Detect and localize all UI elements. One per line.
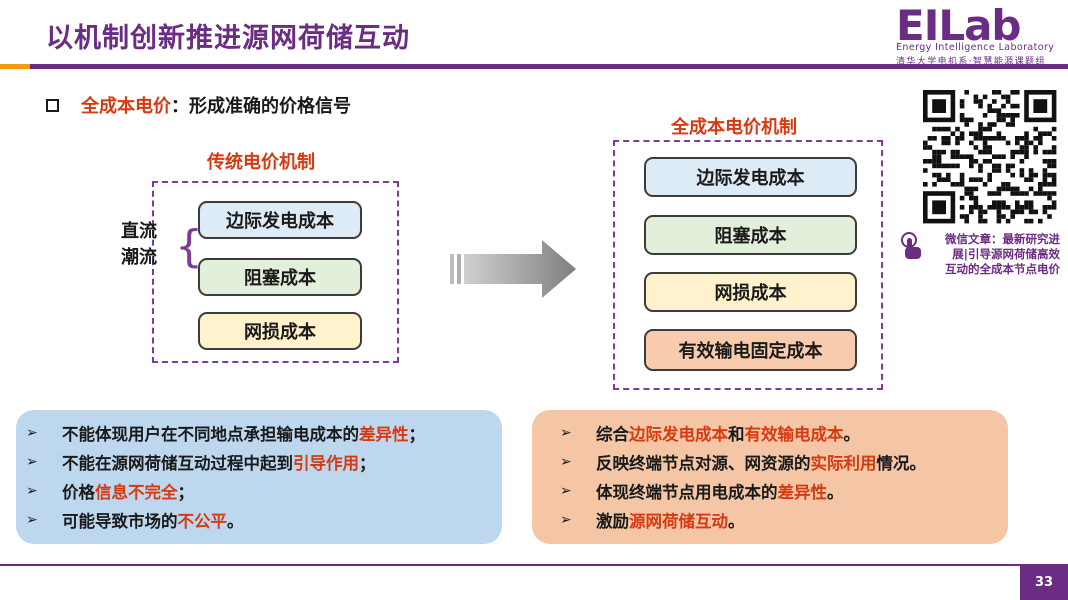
bullet-arrow-icon: ➢ bbox=[560, 511, 572, 528]
bullet-text: 和 bbox=[728, 424, 745, 444]
qr-code bbox=[920, 88, 1060, 225]
benefit-bullet: ➢ 反映终端节点对源、网资源的实际利用情况。 bbox=[560, 447, 998, 476]
bullet-text: 体现终端节点用电成本的 bbox=[596, 482, 778, 502]
drawback-bullet: ➢ 可能导致市场的不公平。 bbox=[26, 505, 492, 534]
right-item-transmission-fixed-cost: 有效输电固定成本 bbox=[644, 329, 857, 371]
bullet-arrow-icon: ➢ bbox=[26, 453, 38, 470]
bullet-text: 激励 bbox=[596, 511, 629, 531]
benefit-bullet: ➢ 激励源网荷储互动。 bbox=[560, 505, 998, 534]
subheading-text: ：形成准确的价格信号 bbox=[171, 96, 351, 117]
bullet-text: 。 bbox=[827, 482, 844, 502]
right-item-congestion-cost: 阻塞成本 bbox=[644, 215, 857, 255]
benefits-panel: ➢ 综合边际发电成本和有效输电成本。 ➢ 反映终端节点对源、网资源的实际利用情况… bbox=[532, 410, 1008, 544]
bullet-highlight: 引导作用 bbox=[293, 453, 359, 473]
logo-subtitle-en: Energy Intelligence Laboratory bbox=[896, 42, 1055, 53]
bullet-highlight: 源网荷储互动 bbox=[629, 511, 728, 531]
hand-pointer-icon bbox=[901, 232, 921, 259]
qr-caption-line-1: 微信文章：最新研究进 bbox=[945, 232, 1060, 246]
bullet-arrow-icon: ➢ bbox=[560, 424, 572, 441]
qr-caption-line-3: 互动的全成本节点电价 bbox=[945, 262, 1060, 276]
benefit-bullet: ➢ 体现终端节点用电成本的差异性。 bbox=[560, 476, 998, 505]
bullet-text: 不能体现用户在不同地点承担输电成本的 bbox=[62, 424, 359, 444]
page-title: 以机制创新推进源网荷储互动 bbox=[46, 23, 410, 54]
bullet-highlight: 差异性 bbox=[777, 482, 828, 502]
bullet-highlight: 差异性 bbox=[359, 424, 409, 444]
bullet-arrow-icon: ➢ bbox=[560, 453, 572, 470]
eilab-logo: EILab bbox=[896, 2, 1022, 50]
side-label-line-2: 潮流 bbox=[121, 247, 157, 268]
subheading-highlight: 全成本电价 bbox=[81, 96, 171, 117]
logo-subtitle-cn: 清华大学电机系·智慧能源课题组 bbox=[896, 57, 1046, 67]
right-item-marginal-cost: 边际发电成本 bbox=[644, 157, 857, 197]
header-divider bbox=[30, 64, 1068, 69]
bullet-text: 不能在源网荷储互动过程中起到 bbox=[62, 453, 293, 473]
footer-divider bbox=[0, 564, 1068, 566]
bullet-text: ； bbox=[359, 453, 376, 473]
drawback-bullet: ➢ 价格信息不完全； bbox=[26, 476, 492, 505]
bullet-highlight: 信息不完全 bbox=[95, 482, 178, 502]
logo-text: EILab bbox=[896, 2, 1021, 50]
left-item-congestion-cost: 阻塞成本 bbox=[198, 258, 362, 296]
bullet-text: 反映终端节点对源、网资源的 bbox=[596, 453, 811, 473]
drawback-bullet: ➢ 不能在源网荷储互动过程中起到引导作用； bbox=[26, 447, 492, 476]
left-item-loss-cost: 网损成本 bbox=[198, 312, 362, 350]
bullet-text: 。 bbox=[227, 511, 244, 531]
bullet-arrow-icon: ➢ bbox=[26, 482, 38, 499]
checkbox-icon bbox=[46, 98, 59, 112]
full-cost-mechanism-title: 全成本电价机制 bbox=[671, 117, 797, 138]
bullet-text: 价格 bbox=[62, 482, 95, 502]
bullet-text: 。 bbox=[843, 424, 861, 444]
bullet-text: 综合 bbox=[596, 424, 629, 444]
bullet-text: ； bbox=[408, 424, 426, 444]
right-item-loss-cost: 网损成本 bbox=[644, 272, 857, 312]
bullet-arrow-icon: ➢ bbox=[26, 424, 38, 441]
page-number: 33 bbox=[1020, 564, 1068, 600]
qr-caption: 微信文章：最新研究进 展|引导源网荷储高效 互动的全成本节点电价 bbox=[900, 232, 1060, 277]
subheading: 全成本电价 ：形成准确的价格信号 bbox=[46, 92, 351, 118]
drawbacks-panel: ➢ 不能体现用户在不同地点承担输电成本的差异性； ➢ 不能在源网荷储互动过程中起… bbox=[16, 410, 502, 544]
bullet-text: 情况。 bbox=[876, 453, 927, 473]
bullet-arrow-icon: ➢ bbox=[560, 482, 572, 499]
bullet-highlight: 实际利用 bbox=[810, 453, 877, 473]
side-label: 直流 潮流 bbox=[121, 219, 157, 271]
qr-caption-line-2: 展|引导源网荷储高效 bbox=[952, 247, 1060, 261]
traditional-mechanism-title: 传统电价机制 bbox=[207, 152, 315, 173]
bullet-highlight: 边际发电成本 bbox=[629, 424, 728, 444]
bullet-highlight: 不公平 bbox=[177, 511, 228, 531]
full-cost-mechanism-box bbox=[613, 140, 883, 390]
bullet-highlight: 有效输电成本 bbox=[744, 424, 844, 444]
traditional-mechanism-box bbox=[152, 181, 399, 363]
bullet-text: 可能导致市场的 bbox=[62, 511, 178, 531]
benefit-bullet: ➢ 综合边际发电成本和有效输电成本。 bbox=[560, 418, 998, 447]
arrow-right-icon bbox=[450, 240, 576, 298]
bullet-arrow-icon: ➢ bbox=[26, 511, 38, 528]
side-label-line-1: 直流 bbox=[121, 221, 157, 242]
bullet-text: ； bbox=[177, 482, 195, 502]
left-item-marginal-cost: 边际发电成本 bbox=[198, 201, 362, 239]
header-accent-bar bbox=[0, 64, 30, 69]
drawback-bullet: ➢ 不能体现用户在不同地点承担输电成本的差异性； bbox=[26, 418, 492, 447]
bullet-text: 。 bbox=[728, 511, 745, 531]
